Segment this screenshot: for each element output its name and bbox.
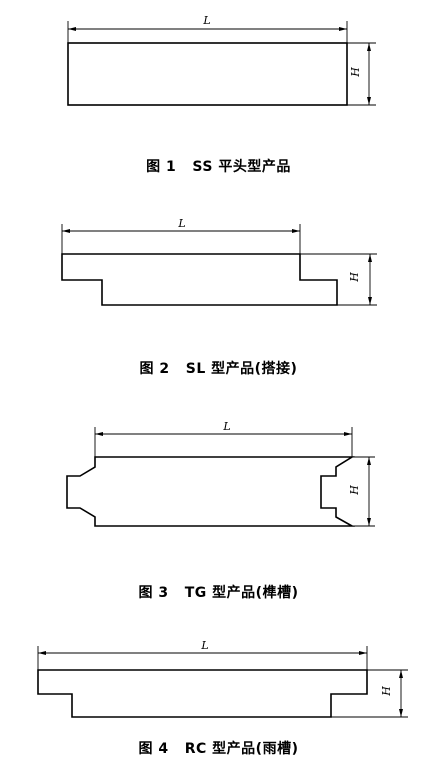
fig3-slab-outline [66, 456, 356, 527]
figure-2-diagram: L H [61, 217, 377, 306]
figure-1-diagram: L H [67, 14, 376, 106]
fig1-length-label: L [202, 14, 210, 27]
figure-3-diagram: L H [66, 420, 375, 527]
fig3-arrow-bottom [367, 518, 371, 526]
fig4-arrow-right [359, 651, 367, 655]
fig3-arrow-right [344, 432, 352, 436]
fig2-arrow-right [292, 229, 300, 233]
fig1-arrow-right [339, 27, 347, 31]
figure-4-diagram: L H [37, 639, 408, 718]
figure-1-caption: 图 1 SS 平头型产品 [146, 159, 291, 175]
fig2-arrow-bottom [368, 297, 372, 305]
fig3-length-label: L [222, 420, 230, 433]
fig4-arrow-top [399, 670, 403, 678]
fig2-height-label: H [348, 272, 361, 283]
fig4-arrow-left [38, 651, 46, 655]
fig4-slab-outline [37, 669, 368, 718]
fig2-length-label: L [177, 217, 185, 230]
fig1-arrow-bottom [367, 97, 371, 105]
fig1-arrow-left [68, 27, 76, 31]
fig4-height-label: H [380, 686, 393, 697]
fig1-slab-outline [67, 42, 348, 106]
figure-3-caption: 图 3 TG 型产品(榫槽) [138, 585, 299, 601]
fig1-arrow-top [367, 43, 371, 51]
fig2-arrow-top [368, 254, 372, 262]
fig3-arrow-top [367, 457, 371, 465]
figure-2-caption: 图 2 SL 型产品(搭接) [139, 361, 298, 377]
fig3-height-label: H [348, 485, 361, 496]
fig2-slab-outline [61, 253, 338, 306]
figure-4-caption: 图 4 RC 型产品(雨槽) [138, 741, 299, 757]
fig4-length-label: L [200, 639, 208, 652]
fig2-arrow-left [62, 229, 70, 233]
fig1-height-label: H [349, 67, 362, 78]
fig3-arrow-left [95, 432, 103, 436]
fig4-arrow-bottom [399, 709, 403, 717]
